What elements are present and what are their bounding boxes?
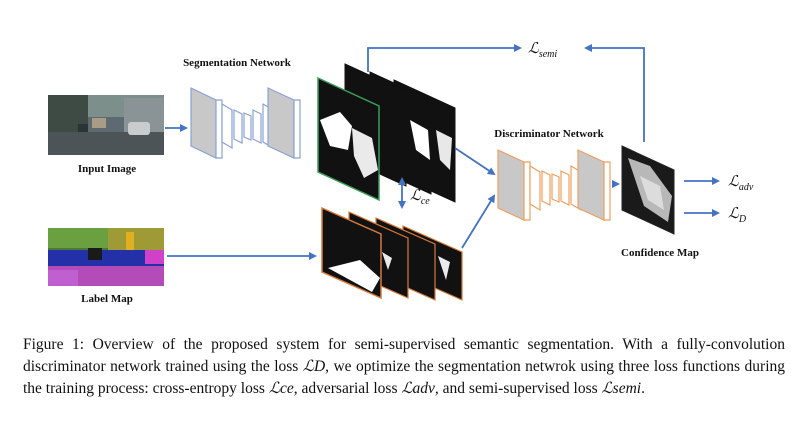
- input-image-label: Input Image: [78, 163, 136, 175]
- label-map-label: Label Map: [81, 293, 133, 305]
- confidence-map-image: [621, 145, 675, 235]
- caption-part-4: , and semi-supervised loss: [434, 380, 602, 397]
- arrow-conf-to-lsemi: [584, 44, 645, 142]
- arrow-pred-to-disc: [454, 147, 496, 176]
- confidence-map-label: Confidence Map: [621, 247, 699, 259]
- arrow-label-to-disc: [461, 194, 496, 249]
- caption-part-3: , adversarial loss: [293, 380, 402, 397]
- caption-loss-semi: ℒsemi: [601, 380, 642, 397]
- caption-loss-adv: ℒadv: [401, 380, 435, 397]
- loss-adv-label: ℒadv: [728, 174, 754, 193]
- flow-arrows: [165, 44, 720, 260]
- label-map-stack: [321, 206, 463, 301]
- loss-ce-label: ℒce: [410, 188, 430, 207]
- segmentation-network: [190, 87, 301, 159]
- label-map-image: [48, 228, 164, 286]
- arrow-seg-to-lsemi: [367, 44, 522, 72]
- discriminator-network: [497, 149, 611, 221]
- caption-part-1: Figure 1: Overview of the proposed syste…: [23, 336, 785, 375]
- discriminator-network-label: Discriminator Network: [494, 128, 604, 140]
- loss-d-label: ℒD: [728, 206, 747, 225]
- caption-part-5: .: [641, 380, 645, 397]
- segmentation-output-stack: [317, 63, 456, 203]
- loss-semi-label: ℒsemi: [528, 41, 557, 60]
- caption-loss-ce: ℒce: [268, 380, 294, 397]
- figure-caption: Figure 1: Overview of the proposed syste…: [23, 334, 785, 400]
- caption-loss-d: ℒD: [302, 358, 326, 375]
- input-image: [48, 95, 164, 155]
- caption-part-2: , we optimize the segmentation netwrok u…: [23, 358, 785, 397]
- segmentation-network-label: Segmentation Network: [183, 57, 292, 69]
